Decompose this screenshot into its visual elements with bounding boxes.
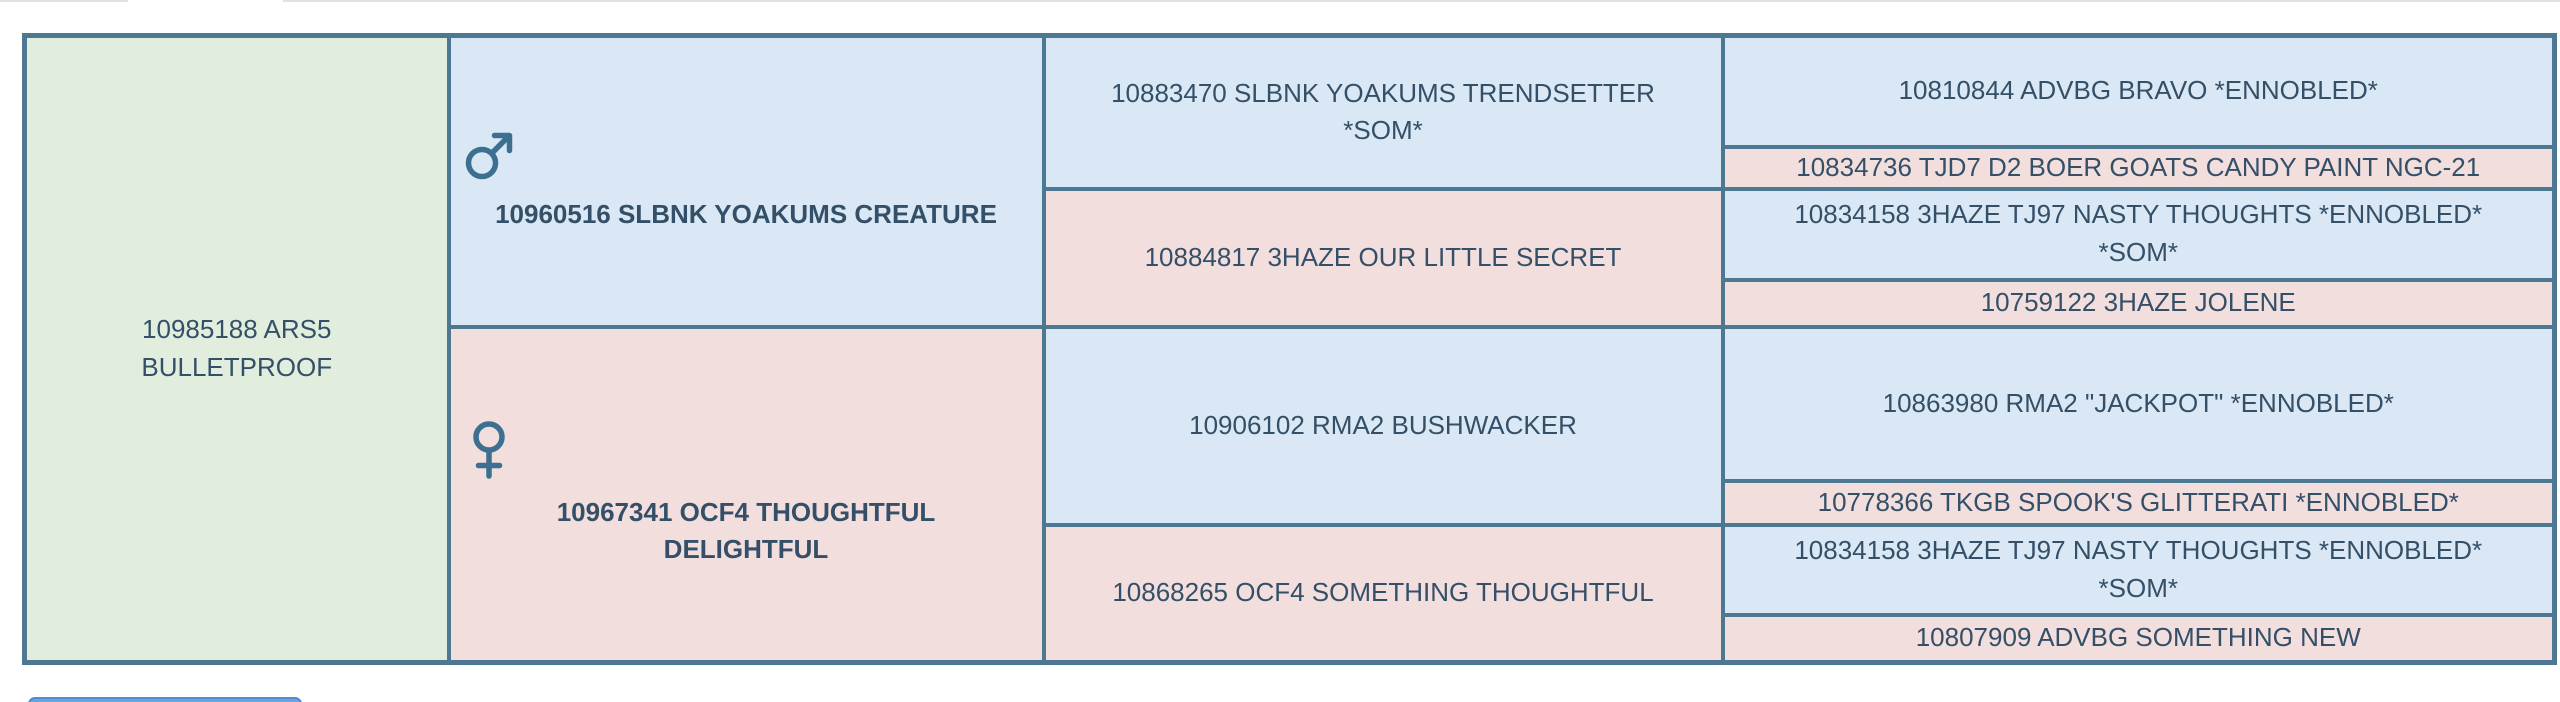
gen3-6-name: 10778366 TKGB SPOOK'S GLITTERATI *ENNOBL…: [1817, 486, 2459, 517]
gen3-7-name: 10834158 3HAZE TJ97 NASTY THOUGHTS *ENNO…: [1794, 534, 2483, 603]
sire-name: 10960516 SLBNK YOAKUMS CREATURE: [495, 199, 997, 230]
cell-sire: 10960516 SLBNK YOAKUMS CREATURE: [446, 33, 1046, 329]
dam-dam-name: 10868265 OCF4 SOMETHING THOUGHTFUL: [1112, 577, 1654, 608]
dam-name: 10967341 OCF4 THOUGHTFUL DELIGHTFUL: [556, 496, 936, 565]
cell-gen3-1: 10810844 ADVBG BRAVO *ENNOBLED*: [1720, 33, 2557, 149]
gen3-2-name: 10834736 TJD7 D2 BOER GOATS CANDY PAINT …: [1796, 151, 2481, 182]
gen3-8-name: 10807909 ADVBG SOMETHING NEW: [1915, 622, 2361, 653]
cell-dam: 10967341 OCF4 THOUGHTFUL DELIGHTFUL: [446, 324, 1046, 665]
dam-sire-name: 10906102 RMA2 BUSHWACKER: [1189, 409, 1577, 440]
pedigree-table: 10985188 ARS5 BULLETPROOF 10960516 SLBNK…: [22, 33, 2557, 665]
tab-strip-divider: [0, 0, 2560, 2]
gen3-1-name: 10810844 ADVBG BRAVO *ENNOBLED*: [1898, 75, 2378, 106]
cell-gen3-6: 10778366 TKGB SPOOK'S GLITTERATI *ENNOBL…: [1720, 478, 2557, 527]
cell-gen3-7: 10834158 3HAZE TJ97 NASTY THOUGHTS *ENNO…: [1720, 522, 2557, 617]
cell-dam-dam: 10868265 OCF4 SOMETHING THOUGHTFUL: [1041, 522, 1725, 665]
cell-dam-sire: 10906102 RMA2 BUSHWACKER: [1041, 324, 1725, 527]
sire-dam-name: 10884817 3HAZE OUR LITTLE SECRET: [1144, 241, 1622, 272]
male-icon: [461, 128, 1032, 184]
gen3-5-name: 10863980 RMA2 "JACKPOT" *ENNOBLED*: [1882, 387, 2394, 418]
cell-gen3-8: 10807909 ADVBG SOMETHING NEW: [1720, 612, 2557, 665]
gen3-3-name: 10834158 3HAZE TJ97 NASTY THOUGHTS *ENNO…: [1794, 199, 2483, 267]
cell-gen3-2: 10834736 TJD7 D2 BOER GOATS CANDY PAINT …: [1720, 144, 2557, 191]
cell-sire-sire: 10883470 SLBNK YOAKUMS TRENDSETTER *SOM*: [1041, 33, 1725, 191]
cell-gen3-4: 10759122 3HAZE JOLENE: [1720, 277, 2557, 329]
subject-name: 10985188 ARS5 BULLETPROOF: [141, 314, 333, 382]
sire-sire-name: 10883470 SLBNK YOAKUMS TRENDSETTER *SOM*: [1111, 77, 1655, 146]
cell-sire-dam: 10884817 3HAZE OUR LITTLE SECRET: [1041, 186, 1725, 329]
cell-gen3-5: 10863980 RMA2 "JACKPOT" *ENNOBLED*: [1720, 324, 2557, 483]
cell-gen3-3: 10834158 3HAZE TJ97 NASTY THOUGHTS *ENNO…: [1720, 186, 2557, 282]
gen3-4-name: 10759122 3HAZE JOLENE: [1980, 287, 2296, 318]
bottom-partial-button[interactable]: [28, 697, 302, 702]
tab-strip-divider-gap: [128, 0, 283, 3]
cell-subject: 10985188 ARS5 BULLETPROOF: [22, 33, 451, 665]
female-icon: [461, 420, 1032, 482]
